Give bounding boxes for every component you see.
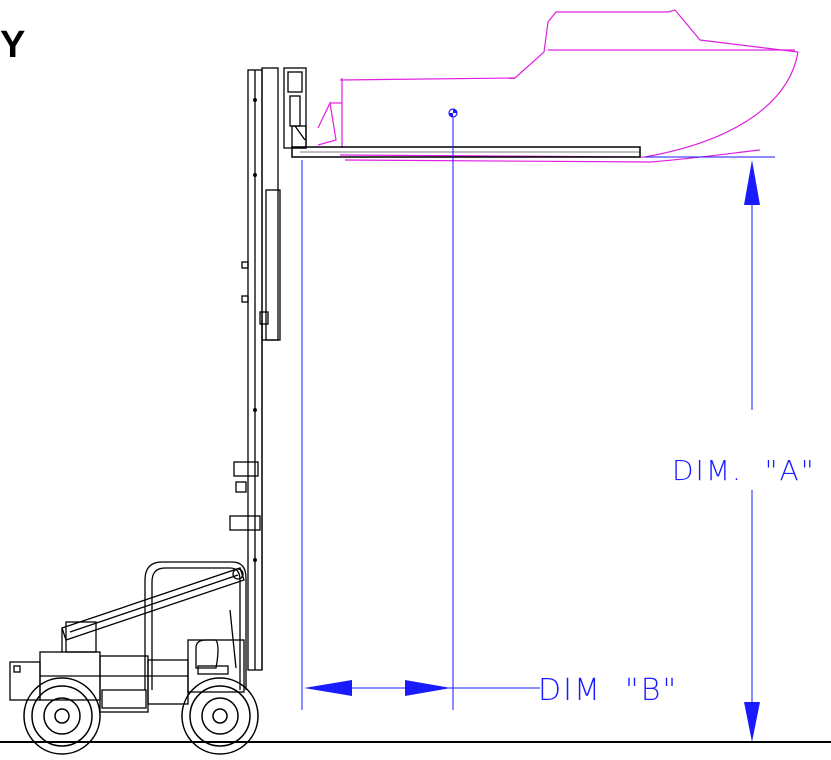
- forklift-body: [9, 561, 247, 713]
- boat-outline: [317, 9, 799, 163]
- dimension-b-label: DIM "B": [538, 673, 678, 708]
- dimension-a-label: DIM. "A": [672, 454, 816, 487]
- fork-tines: [291, 146, 641, 158]
- corner-title-letter: Y: [0, 24, 26, 66]
- dimension-lines: [301, 118, 775, 710]
- dimension-arrowheads: [304, 160, 760, 742]
- mast: [229, 67, 281, 671]
- rear-wheel: [23, 677, 101, 755]
- front-wheel: [181, 677, 259, 755]
- center-of-gravity-icon: [448, 108, 458, 118]
- carriage: [283, 67, 307, 149]
